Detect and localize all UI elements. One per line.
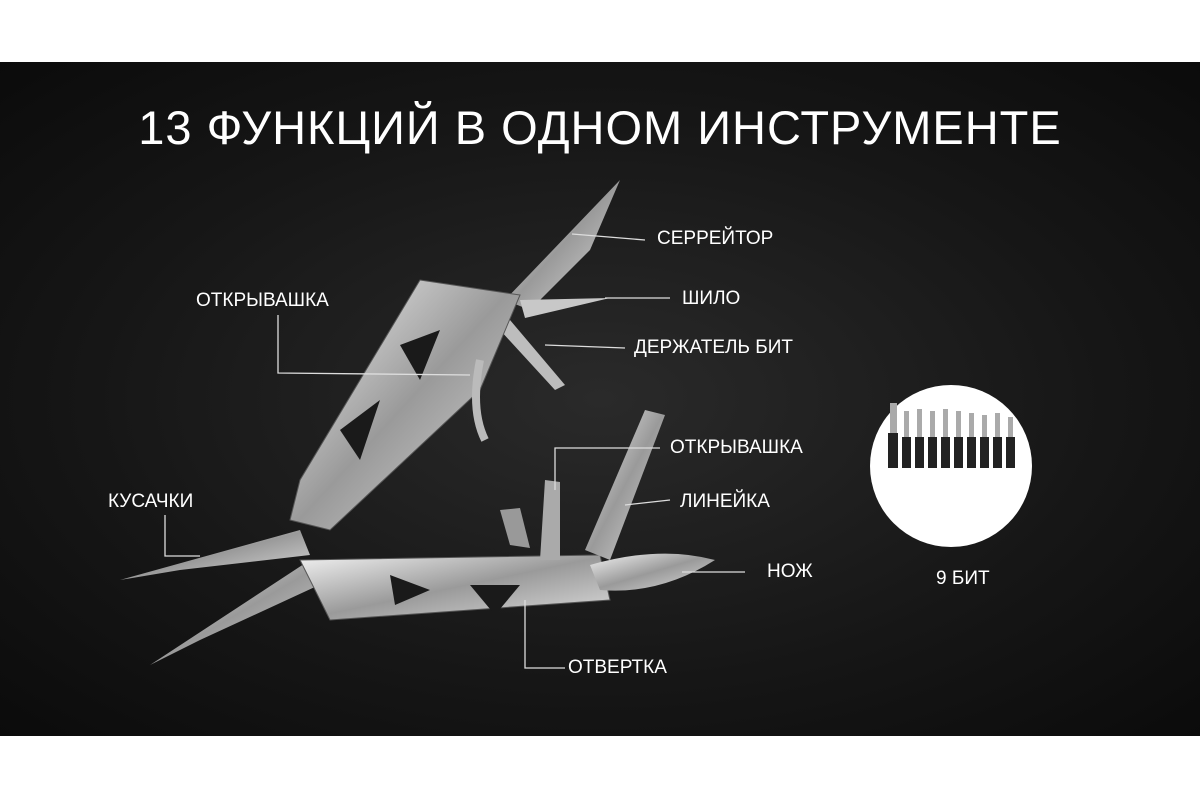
bits-caption: 9 БИТ: [936, 568, 990, 589]
label-serrator: СЕРРЕЙТОР: [657, 228, 774, 249]
label-screwdriver: ОТВЕРТКА: [568, 657, 667, 678]
label-knife: НОЖ: [767, 561, 813, 582]
label-awl: ШИЛО: [682, 288, 741, 309]
knife: [590, 553, 715, 591]
lower-handle: [299, 554, 611, 621]
label-opener-right: ОТКРЫВАШКА: [670, 437, 803, 458]
awl: [520, 298, 610, 318]
leader-lines: [164, 233, 745, 669]
bit-holder: [500, 320, 565, 390]
label-ruler: ЛИНЕЙКА: [680, 491, 770, 512]
bits-set-image: [888, 403, 1015, 468]
serrator-blade: [505, 180, 620, 310]
ruler: [585, 410, 665, 560]
label-opener-left: ОТКРЫВАШКА: [196, 290, 329, 311]
pliers-jaws: [120, 530, 310, 580]
headline: 13 ФУНКЦИЙ В ОДНОМ ИНСТРУМЕНТЕ: [138, 101, 1062, 154]
dark-background-panel: [0, 62, 1200, 736]
bits-circle: [870, 385, 1032, 547]
upper-handle: [289, 279, 521, 531]
label-pliers: КУСАЧКИ: [108, 491, 194, 512]
label-bit-holder: ДЕРЖАТЕЛЬ БИТ: [634, 337, 793, 358]
